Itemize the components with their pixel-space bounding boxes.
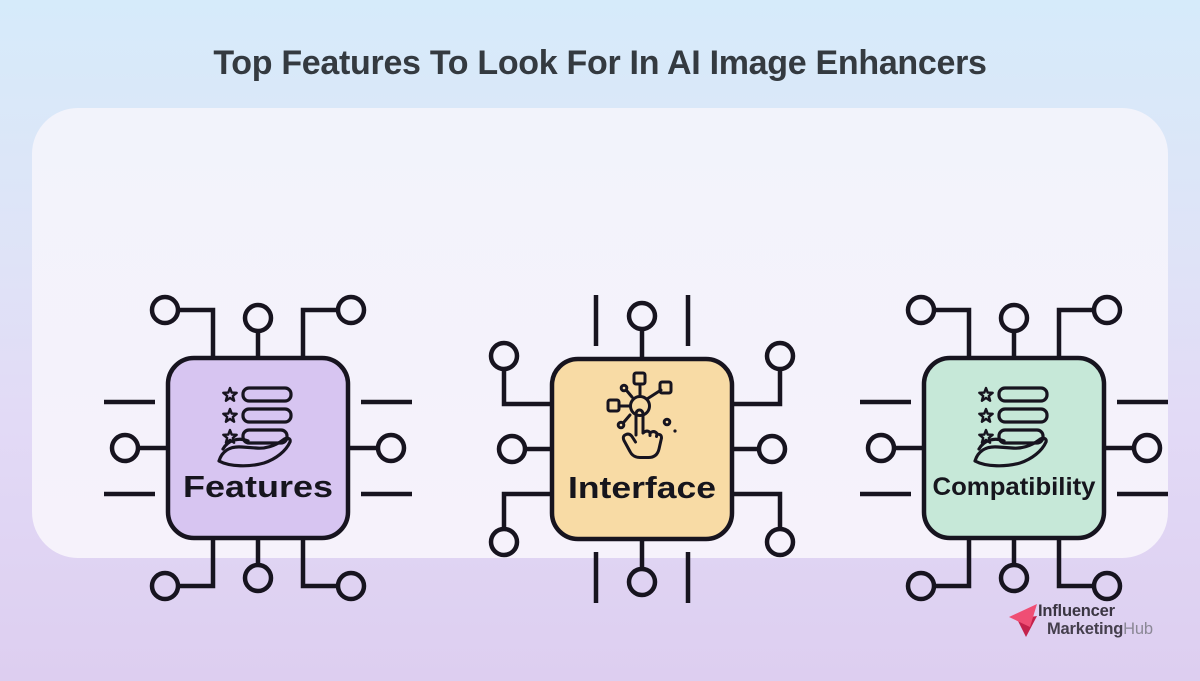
logo-arrow-icon [1009, 604, 1037, 637]
chip-interface: Interface [477, 284, 807, 614]
chip-interface-body [549, 356, 735, 542]
content-card: Features Interface Compatibility [32, 108, 1168, 558]
logo-text-marketing: Marketing [1047, 620, 1124, 638]
chip-features-label: Features [183, 469, 333, 504]
logo-text-marketinghub: MarketingHub [1047, 620, 1153, 639]
logo-text-hub: Hub [1123, 620, 1153, 638]
chip-compatibility: Compatibility [849, 283, 1179, 613]
chip-compatibility-label: Compatibility [933, 473, 1096, 501]
chip-features: Features [93, 283, 423, 613]
chip-interface-label: Interface [568, 470, 716, 505]
logo-text-influencer: Influencer [1038, 602, 1115, 620]
page-title: Top Features To Look For In AI Image Enh… [213, 44, 987, 82]
